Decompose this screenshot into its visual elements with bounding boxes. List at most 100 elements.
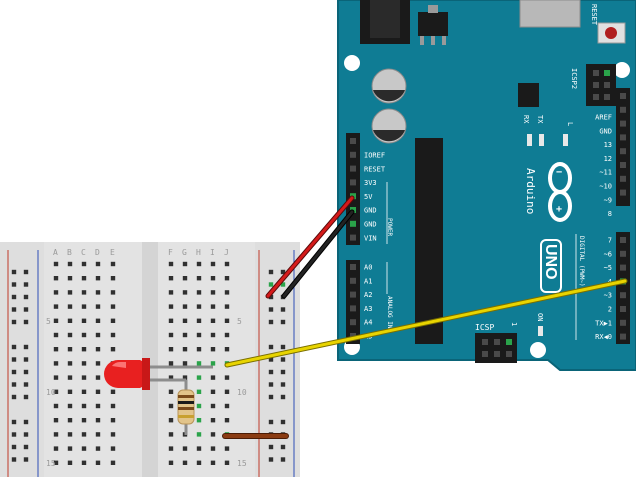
breadboard-hole [53, 332, 59, 338]
digital-header-bottom [616, 232, 630, 344]
breadboard-hole [210, 276, 216, 281]
breadboard-hole [95, 318, 101, 323]
breadboard-hole [53, 276, 59, 281]
breadboard-hole [196, 276, 202, 281]
breadboard-hole [168, 418, 174, 423]
uno-text: UNO [542, 244, 559, 280]
breadboard-hole [110, 290, 116, 295]
breadboard-hole [110, 304, 116, 309]
header-pin [620, 250, 626, 257]
breadboard-hole [95, 276, 101, 281]
breadboard-hole [81, 276, 87, 281]
breadboard-hole [53, 318, 59, 323]
on-label: ON [536, 313, 544, 321]
regulator-leg [420, 36, 424, 45]
breadboard-hole [81, 403, 87, 409]
breadboard-hole [95, 261, 101, 267]
rail-hole [23, 382, 29, 387]
breadboard-hole [224, 418, 230, 423]
breadboard-hole [81, 261, 87, 267]
row-number-label: 15 [237, 459, 247, 468]
breadboard-hole [67, 389, 73, 394]
left-power-rail [0, 242, 44, 477]
icsp-pin [494, 351, 500, 357]
breadboard-hole [168, 432, 174, 437]
tx-led [539, 134, 544, 146]
pin-label: ~11 [599, 169, 612, 177]
breadboard-hole [110, 460, 116, 465]
pin-label: GND [364, 207, 377, 215]
breadboard-hole [81, 460, 87, 465]
breadboard-hole [53, 375, 59, 380]
pin-label: 5V [364, 193, 373, 201]
breadboard-hole [168, 389, 174, 394]
breadboard-hole [67, 375, 73, 380]
rail-hole [280, 457, 286, 462]
arduino-pcb [337, 0, 636, 371]
rail-hole [23, 294, 29, 300]
breadboard-hole [110, 446, 116, 451]
rail-hole [268, 344, 274, 350]
pin-label: ~5 [604, 264, 612, 272]
breadboard-hole [168, 304, 174, 309]
wires [222, 195, 628, 439]
rail-hole [23, 319, 29, 325]
pin-label: ~10 [599, 183, 612, 191]
reset-label: RESET [590, 4, 598, 26]
breadboard-hole [182, 460, 188, 465]
breadboard-hole [210, 290, 216, 295]
breadboard-hole [95, 432, 101, 437]
rail-hole [11, 294, 17, 300]
breadboard-hole [210, 304, 216, 309]
pin-label: 7 [608, 237, 612, 245]
breadboard-hole [110, 332, 116, 338]
breadboard-hole [81, 318, 87, 323]
rail-hole [268, 319, 274, 325]
rail-hole [268, 394, 274, 400]
icsp-pin [506, 351, 512, 357]
breadboard-hole [53, 418, 59, 423]
breadboard-hole [182, 261, 188, 267]
pin-label: TX▶1 [595, 319, 612, 327]
header-pin [350, 291, 356, 298]
breadboard-hole [110, 403, 116, 409]
breadboard-hole [81, 347, 87, 352]
icsp-header [475, 333, 517, 363]
icsp2-pin [604, 94, 610, 100]
pin-label: A0 [364, 264, 372, 272]
icsp2-header [586, 64, 616, 106]
breadboard-hole [168, 318, 174, 323]
svg-text:+: + [556, 204, 562, 215]
icsp-pin1-label: 1 [510, 322, 518, 326]
rail-hole [268, 294, 274, 300]
rail-hole [11, 282, 17, 287]
rail-hole [268, 307, 274, 312]
rail-hole [11, 444, 17, 450]
pin-label: RESET [364, 165, 386, 173]
breadboard-hole [67, 403, 73, 409]
rail-hole [280, 282, 286, 287]
rail-hole [23, 344, 29, 350]
pin-label: 13 [604, 141, 612, 149]
header-pin [620, 175, 626, 182]
pin-label: 8 [608, 210, 612, 218]
arduino-uno-board: RESET ICSP2 RX TX L − + Arduino [337, 0, 636, 371]
breadboard-hole [224, 446, 230, 451]
breadboard-hole [196, 432, 202, 437]
arduino-logo: − + [548, 162, 572, 222]
breadboard-hole [81, 432, 87, 437]
pin-label: A1 [364, 277, 372, 285]
column-label: B [67, 248, 72, 257]
header-pin [350, 319, 356, 326]
pin-label: GND [364, 221, 377, 229]
digital-section-label: DIGITAL (PWM~) [578, 236, 585, 287]
breadboard-hole [196, 347, 202, 352]
rail-hole [268, 419, 274, 425]
rail-hole [280, 382, 286, 387]
pin-label: IOREF [364, 152, 385, 160]
rail-hole [11, 457, 17, 462]
gnd-wire [282, 210, 354, 298]
breadboard-hole [224, 261, 230, 267]
breadboard-hole [182, 347, 188, 352]
breadboard-hole [81, 290, 87, 295]
